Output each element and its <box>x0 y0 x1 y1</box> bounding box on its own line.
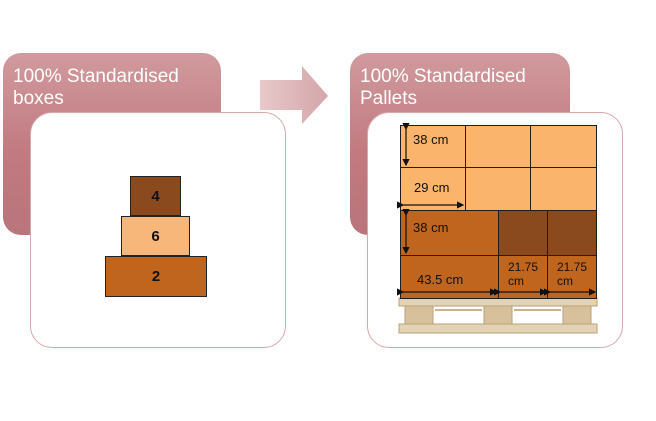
pallet-box-r1c3 <box>530 125 597 168</box>
box-4-label: 4 <box>151 187 160 205</box>
boxes-title-line1: 100% Standardised <box>13 66 179 87</box>
pallet-box-r3-dark-a <box>498 210 548 256</box>
box-6: 6 <box>121 216 190 256</box>
box-4: 4 <box>130 176 181 216</box>
box-2: 2 <box>105 256 207 297</box>
small-width-a-label: 21.75 cm <box>508 260 538 288</box>
small-width-b-label: 21.75 cm <box>557 260 587 288</box>
pallet-box-r1c1 <box>400 125 466 168</box>
box-6-label: 6 <box>151 227 160 245</box>
small-width-a-line2: cm <box>508 274 524 288</box>
dimension-arrows <box>397 123 597 296</box>
boxes-title-line2: boxes <box>13 88 64 109</box>
box-2-label: 2 <box>151 268 161 285</box>
top-width-label: 29 cm <box>414 180 450 195</box>
small-width-a-line1: 21.75 <box>508 260 539 274</box>
right-arrow-icon <box>260 66 328 124</box>
small-width-b-line1: 21.75 <box>557 260 588 274</box>
pallets-title-line2: Pallets <box>360 88 418 109</box>
bottom-height-label: 38 cm <box>413 220 449 235</box>
pallet-box-r3-dark-b <box>547 210 597 256</box>
pallet-icon <box>398 297 598 334</box>
small-width-b-line2: cm <box>557 274 573 288</box>
bottom-width-label: 43.5 cm <box>417 272 464 287</box>
top-height-label: 38 cm <box>413 132 449 147</box>
pallets-title-line1: 100% Standardised <box>360 66 526 87</box>
